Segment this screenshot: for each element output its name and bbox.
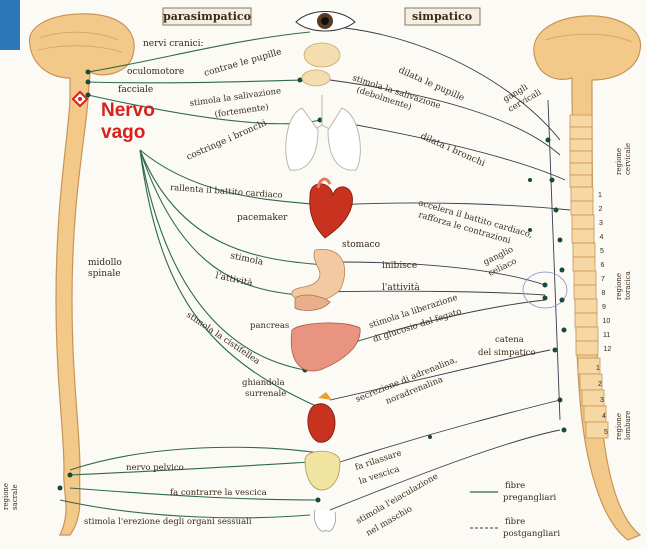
parasympathetic-header: parasimpatico: [163, 10, 251, 23]
label-regione-sacrale-1: regione: [2, 483, 10, 510]
label-cistifellea: stimola la cistifellea: [184, 310, 261, 367]
thoracic-number: 8: [602, 290, 606, 297]
legend: fibre pregangliari fibre postgangliari: [470, 481, 560, 539]
lungs-icon: [286, 95, 361, 170]
label-erezione: stimola l'erezione degli organi sessuali: [84, 517, 252, 527]
thoracic-number: 1: [598, 192, 602, 199]
label-costringe-bronchi: costringe i bronchi: [185, 118, 268, 162]
label-regione-lombare-2: lombare: [624, 411, 632, 440]
thoracic-number: 2: [599, 206, 603, 213]
legend-fibre-post-2: postgangliari: [503, 529, 560, 539]
lumbar-number: 3: [600, 397, 604, 404]
label-regione-cervicale-1: regione: [615, 148, 623, 175]
liver-icon: [291, 323, 360, 371]
thoracic-number: 7: [601, 276, 605, 283]
lumbar-number: 5: [604, 429, 608, 436]
label-del-simpatico: del simpatico: [478, 348, 536, 358]
sympathetic-header: simpatico: [412, 10, 472, 23]
celiac-ganglion-ring: [523, 272, 567, 308]
label-pacemaker: pacemaker: [237, 213, 288, 223]
label-oculomotore: oculomotore: [127, 67, 184, 77]
legend-fibre-pre-2: pregangliari: [503, 493, 557, 503]
genital-icon: [314, 510, 335, 531]
lumbar-number: 1: [596, 365, 600, 372]
thoracic-number: 5: [600, 248, 604, 255]
lumbar-number: 4: [602, 413, 606, 420]
label-para-stimola: stimola: [229, 251, 264, 268]
label-fa-contrarre-vescica: fa contrarre la vescica: [170, 488, 267, 498]
label-regione-sacrale-2: sacrale: [11, 484, 19, 510]
label-spinale: spinale: [88, 269, 121, 279]
thoracic-number: 10: [603, 318, 611, 325]
label-catena: catena: [495, 335, 524, 345]
stomach-icon: [292, 249, 345, 302]
accent-square: [0, 0, 20, 50]
heart-icon: [310, 179, 353, 238]
label-pancreas: pancreas: [250, 321, 289, 331]
label-inibisce: inibisce: [382, 261, 417, 271]
label-rallenta-cardiaco: rallenta il battito cardiaco: [170, 183, 283, 201]
vagus-label-line1: Nervo: [101, 100, 155, 121]
thoracic-number: 4: [600, 234, 604, 241]
label-dilata-bronchi: dilata i bronchi: [419, 132, 487, 169]
label-midollo: midollo: [88, 258, 122, 268]
label-facciale: facciale: [118, 85, 153, 95]
kidney-adrenal-icon: [308, 392, 335, 442]
thoracic-number: 6: [601, 262, 605, 269]
label-regione-toracica-2: toracica: [624, 271, 632, 300]
thoracic-number: 11: [603, 332, 610, 339]
thoracic-number: 9: [602, 304, 606, 311]
label-symp-attivita: l'attività: [382, 282, 420, 293]
label-ghiandola: ghiandola: [242, 378, 285, 388]
lumbar-number: 2: [598, 381, 602, 388]
label-regione-cervicale-2: cervicale: [624, 143, 632, 175]
salivary-gland-icon: [302, 43, 340, 86]
label-contrae-pupille: contrae le pupille: [203, 47, 283, 79]
label-nervo-pelvico: nervo pelvico: [126, 463, 184, 473]
label-para-attivita: l'attività: [214, 270, 254, 289]
label-stomaco: stomaco: [342, 240, 380, 250]
legend-fibre-post-1: fibre: [505, 517, 525, 527]
bladder-icon: [305, 451, 340, 490]
legend-fibre-pre-1: fibre: [505, 481, 525, 491]
label-nervi-cranici: nervi cranici:: [143, 39, 204, 49]
label-surrenale: surrenale: [245, 389, 286, 399]
label-regione-toracica-1: regione: [615, 273, 623, 300]
thoracic-number: 3: [599, 220, 603, 227]
label-regione-lombare-1: regione: [615, 413, 623, 440]
thoracic-number: 12: [604, 346, 612, 353]
vagus-label-line2: vago: [101, 122, 145, 143]
